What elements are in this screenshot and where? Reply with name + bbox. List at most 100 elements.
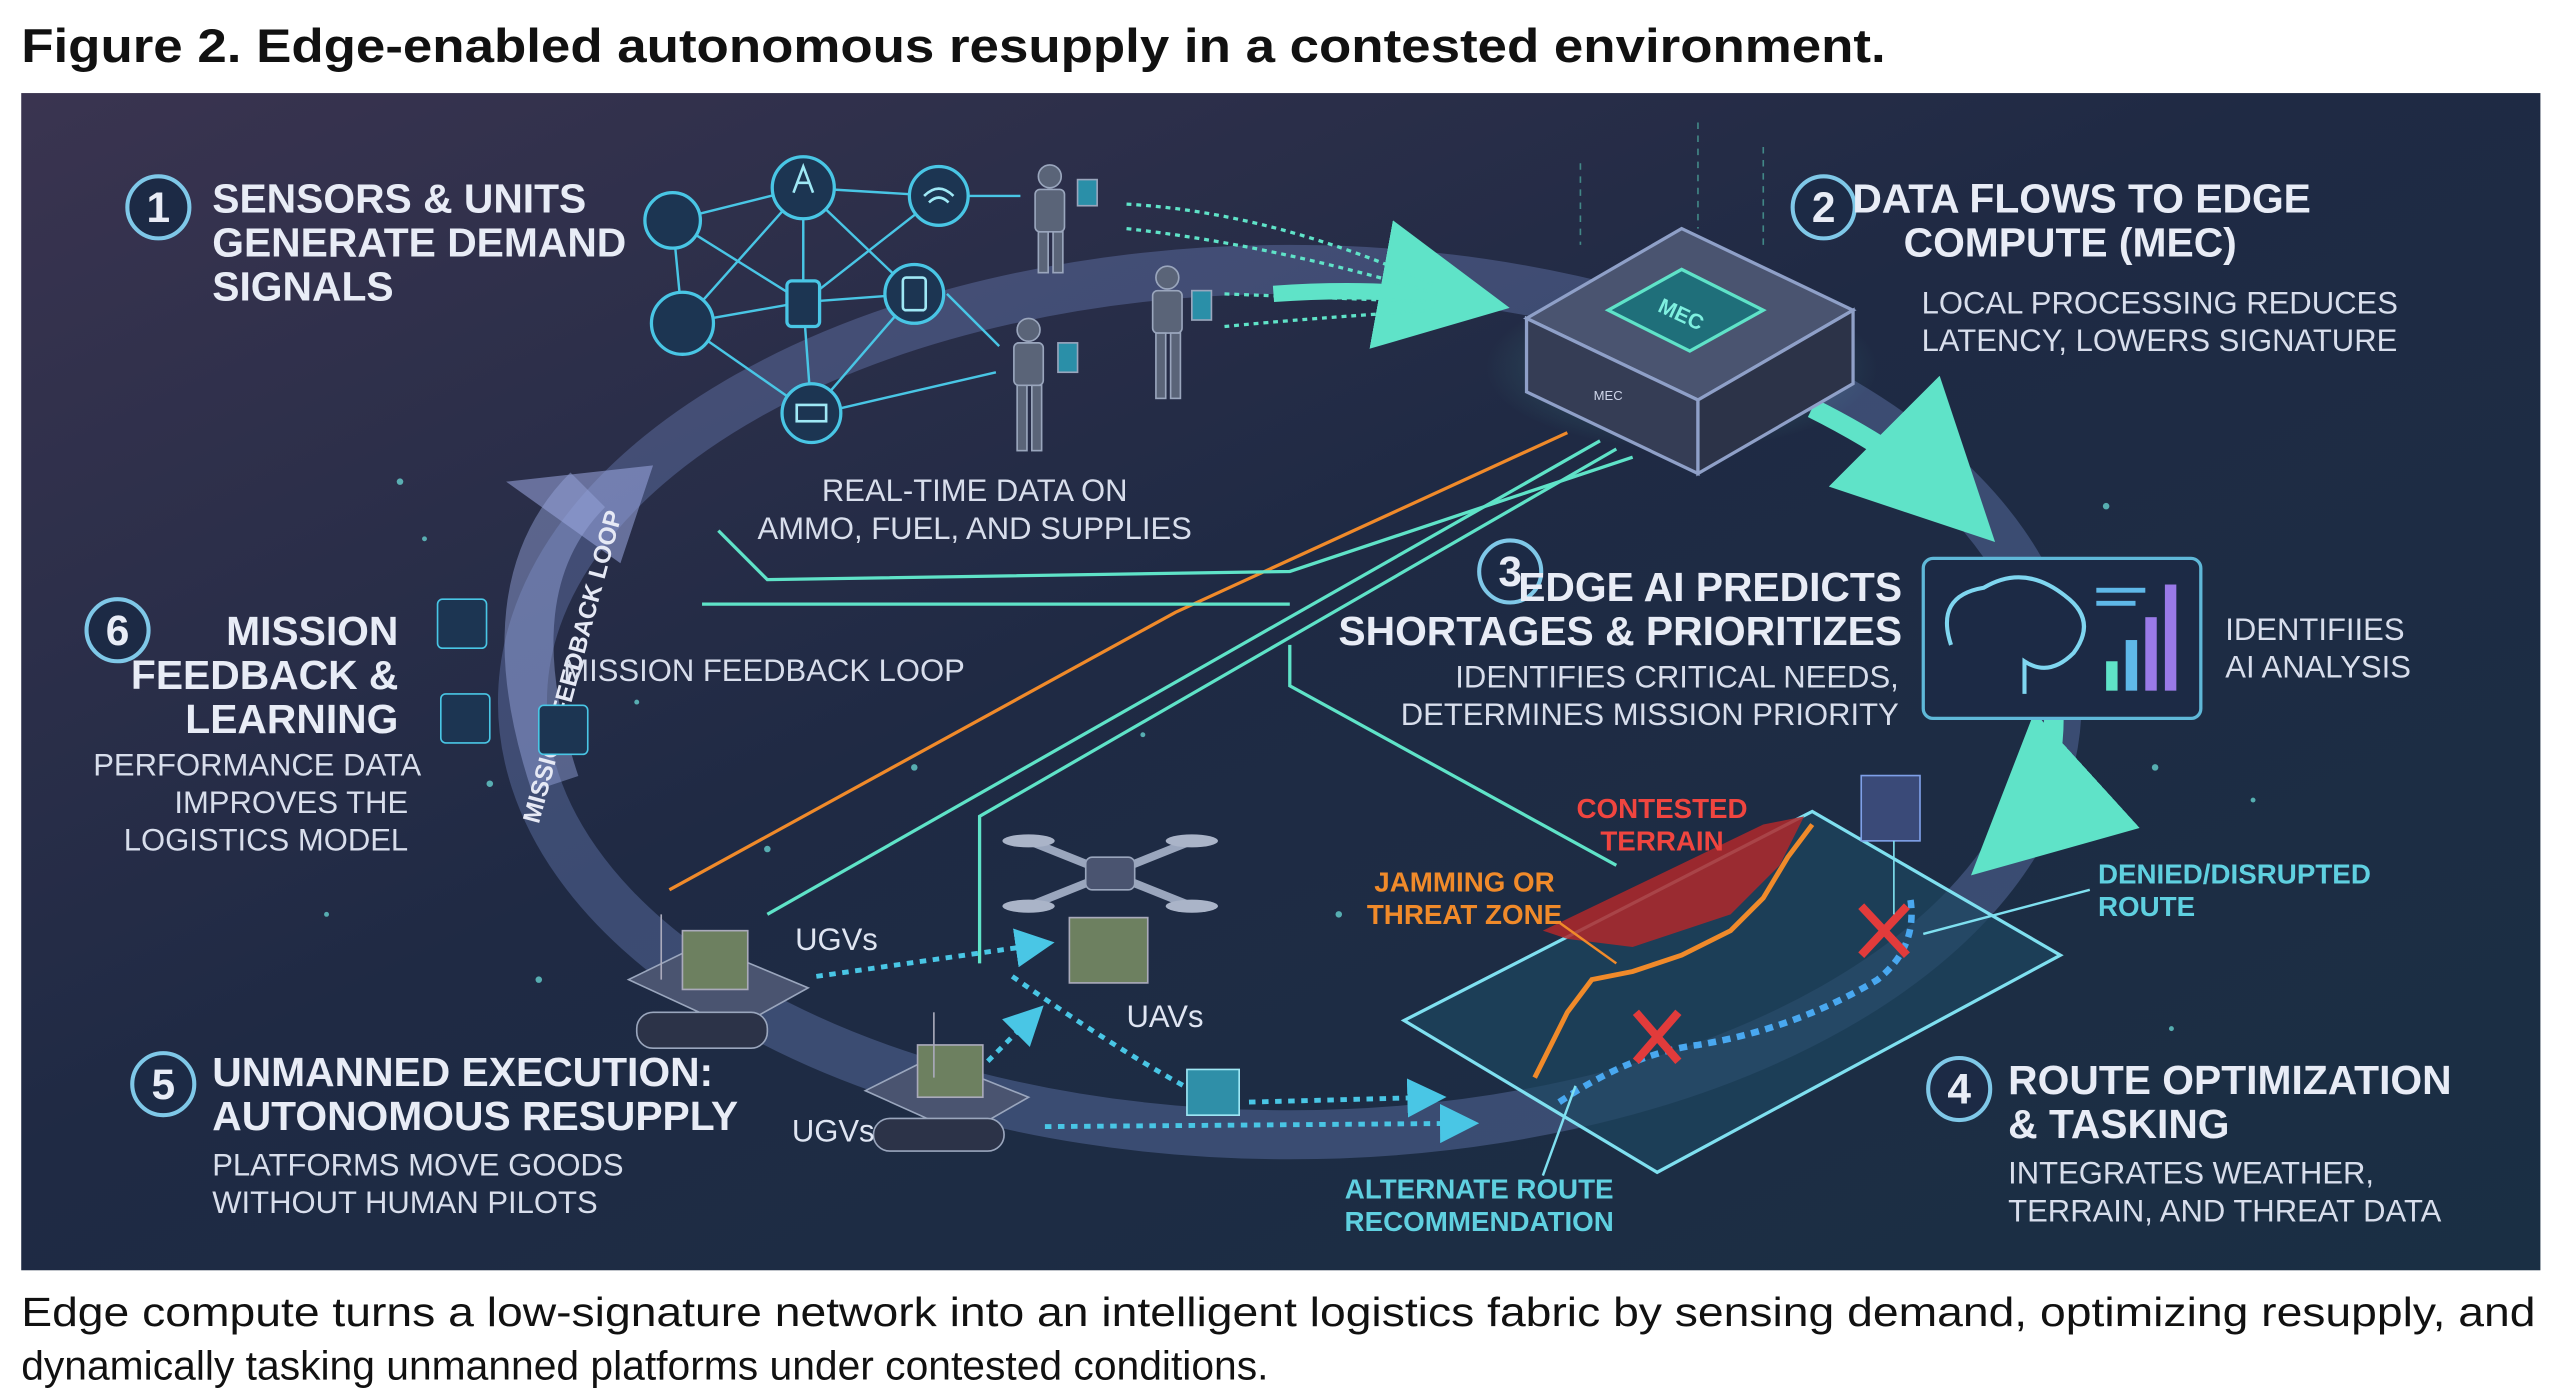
ugv-icon [626,914,811,1050]
blocked-x-icon [1632,1009,1682,1064]
svg-text:AMMO, FUEL, AND SUPPLIES: AMMO, FUEL, AND SUPPLIES [758,511,1192,546]
step-1-number: 1 [147,184,171,231]
svg-text:EDGE AI PREDICTS: EDGE AI PREDICTS [1518,564,1902,610]
ugvs-label: UGVs [792,1113,875,1148]
contested-terrain-zone [1542,816,1805,947]
uavs-label: UAVs [1127,999,1204,1034]
step-2-badge [1790,174,1857,241]
wifi-icon [907,164,970,227]
svg-text:IMPROVES THE: IMPROVES THE [174,785,408,820]
mec-device: MEC MEC [1523,226,1857,477]
step-1-heading: SENSORS & UNITS GENERATE DEMAND SIGNALS [212,175,626,309]
bar-chart-icon [2096,584,2177,691]
soldier-icon [1034,164,1098,274]
figure-title: Figure 2. Edge-enabled autonomous resupp… [21,20,1885,73]
radio-tower-icon [770,155,836,221]
svg-text:LATENCY, LOWERS SIGNATURE: LATENCY, LOWERS SIGNATURE [1922,323,2398,358]
svg-text:GENERATE DEMAND: GENERATE DEMAND [212,219,626,265]
svg-text:AUTONOMOUS RESUPPLY: AUTONOMOUS RESUPPLY [212,1093,738,1139]
svg-text:IDENTIFIIES: IDENTIFIIES [2225,612,2404,647]
step-6-number: 6 [106,607,130,654]
svg-text:DATA FLOWS TO EDGE: DATA FLOWS TO EDGE [1852,175,2311,221]
step-4-description: INTEGRATES WEATHER, TERRAIN, AND THREAT … [2008,1156,2441,1229]
svg-text:DETERMINES MISSION PRIORITY: DETERMINES MISSION PRIORITY [1401,697,1899,732]
supply-package-icon [1186,1068,1240,1116]
contested-terrain-label: CONTESTED TERRAIN [1576,793,1747,857]
svg-text:AI ANALYSIS: AI ANALYSIS [2225,650,2411,685]
svg-text:SIGNALS: SIGNALS [212,263,393,309]
step-5-number: 5 [151,1061,175,1108]
threat-boundary [1532,823,1815,1079]
ai-analysis-panel [1921,556,2203,721]
step-3-number: 3 [1498,548,1522,595]
brain-icon [1945,575,2086,694]
feedback-loop-label: MISSION FEEDBACK LOOP [563,653,965,688]
step-1-badge [125,174,192,241]
denied-route-label: DENIED/DISRUPTED ROUTE [2098,858,2371,922]
step-3-heading: EDGE AI PREDICTS SHORTAGES & PRIORITIZES [1338,564,1902,654]
phone-icon [883,262,946,325]
svg-text:SENSORS & UNITS: SENSORS & UNITS [212,175,586,221]
svg-text:& TASKING: & TASKING [2008,1101,2229,1147]
step-3-description: IDENTIFIES CRITICAL NEEDS, DETERMINES MI… [1401,659,1899,732]
svg-text:ALTERNATE ROUTE: ALTERNATE ROUTE [1345,1173,1614,1204]
svg-text:FEEDBACK &: FEEDBACK & [131,652,398,698]
printer-glyph [795,403,828,423]
svg-text:IDENTIFIES CRITICAL NEEDS,: IDENTIFIES CRITICAL NEEDS, [1455,659,1898,694]
svg-text:LEARNING: LEARNING [185,696,398,742]
network-icon [436,598,488,650]
svg-text:UNMANNED EXECUTION:: UNMANNED EXECUTION: [212,1049,713,1095]
caption-line-1: Edge compute turns a low-signature netwo… [21,1289,2535,1335]
alternate-route-label: ALTERNATE ROUTE RECOMMENDATION [1345,1173,1614,1237]
step-4-number: 4 [1947,1066,1971,1113]
step-2-description: LOCAL PROCESSING REDUCES LATENCY, LOWERS… [1922,285,2398,358]
soldiers [1013,164,1213,452]
data-lines [668,431,1634,964]
step-3-badge [1477,538,1544,605]
map-chart-screen [1860,774,1921,842]
terrain-map [1400,774,2091,1176]
svg-text:TERRAIN, AND THREAT DATA: TERRAIN, AND THREAT DATA [2008,1193,2441,1228]
printer-icon [780,382,843,445]
svg-text:JAMMING OR: JAMMING OR [1374,866,1554,897]
antenna-icon [649,290,716,356]
ai-analysis-label: IDENTIFIIES AI ANALYSIS [2225,612,2411,685]
sensor-nodes [643,155,970,445]
caption-line-2: dynamically tasking unmanned platforms u… [21,1343,1268,1389]
jamming-zone-label: JAMMING OR THREAT ZONE [1367,866,1562,930]
svg-text:PLATFORMS MOVE GOODS: PLATFORMS MOVE GOODS [212,1148,623,1183]
phone-glyph [901,276,928,312]
step-4-heading: ROUTE OPTIMIZATION & TASKING [2008,1057,2451,1147]
blocked-x-icon [1858,903,1910,958]
svg-text:TERRAIN: TERRAIN [1600,826,1723,857]
radio-icon [785,279,822,329]
svg-text:RECOMMENDATION: RECOMMENDATION [1345,1206,1614,1237]
alternate-route [1557,897,1915,1105]
step-6-badge [84,597,151,664]
svg-text:ROUTE OPTIMIZATION: ROUTE OPTIMIZATION [2008,1057,2451,1103]
svg-text:COMPUTE (MEC): COMPUTE (MEC) [1904,219,2237,265]
step-6-heading: MISSION FEEDBACK & LEARNING [131,608,398,742]
svg-text:REAL-TIME DATA ON: REAL-TIME DATA ON [822,473,1128,508]
sensor-icon [643,191,703,250]
step-2-heading: DATA FLOWS TO EDGE COMPUTE (MEC) [1852,175,2311,265]
svg-text:INTEGRATES WEATHER,: INTEGRATES WEATHER, [2008,1156,2374,1191]
svg-text:PERFORMANCE DATA: PERFORMANCE DATA [93,748,421,783]
svg-text:LOCAL PROCESSING REDUCES: LOCAL PROCESSING REDUCES [1922,285,2398,320]
step-5-heading: UNMANNED EXECUTION: AUTONOMOUS RESUPPLY [212,1049,738,1139]
svg-text:SHORTAGES & PRIORITIZES: SHORTAGES & PRIORITIZES [1338,608,1902,654]
svg-text:WITHOUT HUMAN PILOTS: WITHOUT HUMAN PILOTS [212,1185,597,1220]
step-4-badge [1926,1055,1993,1123]
flow-arrow-to-mec [1272,220,1510,349]
step-5-badge [130,1051,197,1118]
svg-text:MISSION: MISSION [226,608,398,654]
flow-arrow-to-route [1971,711,2140,876]
step-6-description: PERFORMANCE DATA IMPROVES THE LOGISTICS … [93,748,421,858]
svg-text:LOGISTICS MODEL: LOGISTICS MODEL [124,823,408,858]
magnifier-icon [537,704,589,756]
svg-text:DENIED/DISRUPTED: DENIED/DISRUPTED [2098,858,2371,889]
realtime-data-label: REAL-TIME DATA ON AMMO, FUEL, AND SUPPLI… [758,473,1192,546]
soldier-icon [1151,265,1213,400]
svg-text:THREAT ZONE: THREAT ZONE [1367,899,1562,930]
